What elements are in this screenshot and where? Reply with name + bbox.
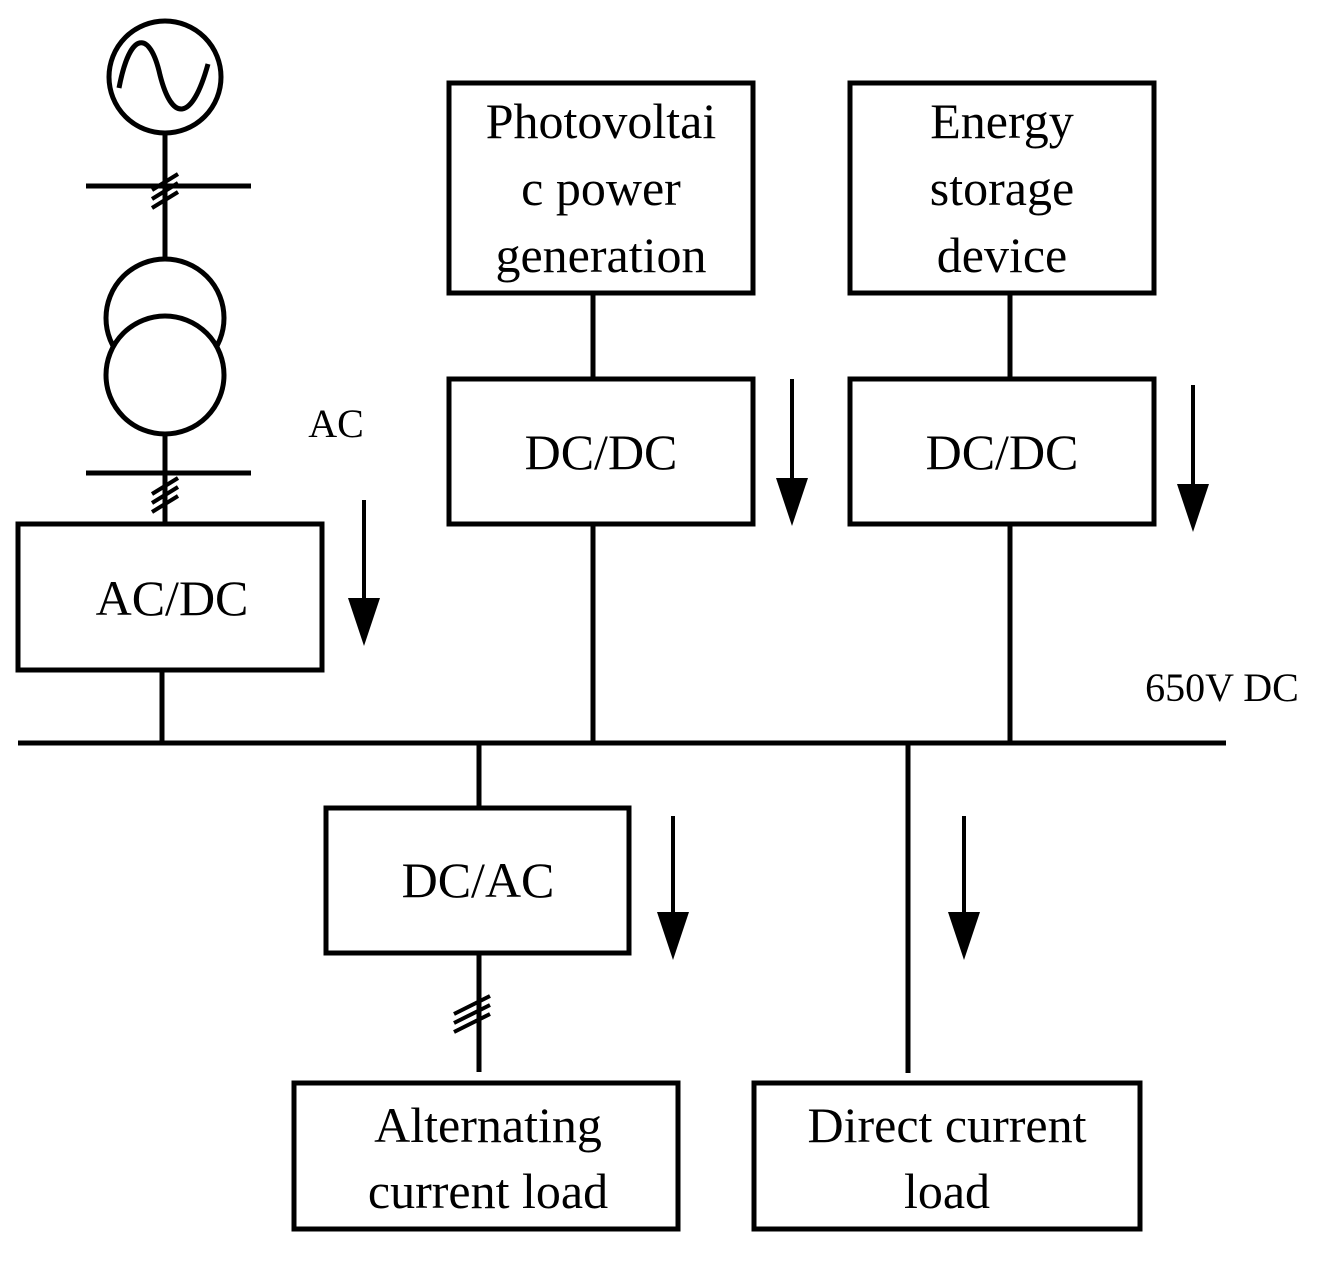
dc-load-box <box>751 1080 1143 1232</box>
ac-dc-converter-label: AC/DC <box>96 570 249 626</box>
dc-ac-converter-box <box>323 805 632 956</box>
es-label-line2: storage <box>930 160 1074 216</box>
pv-label-line3: generation <box>495 227 706 283</box>
dc-load-label-line1: Direct current <box>807 1097 1086 1153</box>
three-phase-marker-load <box>453 994 491 1034</box>
pv-dc-dc-converter-label: DC/DC <box>525 424 678 480</box>
power-flow-arrow-dc-load <box>948 816 980 960</box>
power-flow-arrow-ac-load <box>657 816 689 960</box>
pv-label-line2: c power <box>521 160 681 216</box>
ac-label: AC <box>308 401 364 446</box>
power-flow-arrow-es <box>1177 385 1209 532</box>
ac-dc-converter-box <box>15 521 325 673</box>
ac-load-box <box>291 1080 681 1232</box>
es-dc-dc-converter-box <box>847 376 1157 527</box>
ac-source-icon <box>106 18 224 136</box>
three-phase-marker-lower <box>150 476 180 514</box>
energy-storage-box <box>847 80 1157 296</box>
power-flow-arrow-grid <box>348 500 380 646</box>
es-dc-dc-converter-label: DC/DC <box>926 424 1079 480</box>
pv-dc-dc-converter-box <box>446 376 756 527</box>
ac-load-label-line2: current load <box>368 1163 608 1219</box>
power-flow-arrow-pv <box>776 379 808 526</box>
es-label-line3: device <box>937 227 1067 283</box>
pv-generation-box <box>446 80 756 296</box>
three-phase-marker-upper <box>150 172 180 210</box>
pv-label-line1: Photovoltai <box>486 93 717 149</box>
transformer-icon <box>103 256 227 437</box>
dc-ac-converter-label: DC/AC <box>402 852 555 908</box>
dc-load-label-line2: load <box>904 1163 990 1219</box>
sine-wave-icon <box>116 40 211 112</box>
bus-voltage-label: 650V DC <box>1145 665 1299 710</box>
es-label-line1: Energy <box>930 93 1073 149</box>
ac-load-label-line1: Alternating <box>374 1097 602 1153</box>
